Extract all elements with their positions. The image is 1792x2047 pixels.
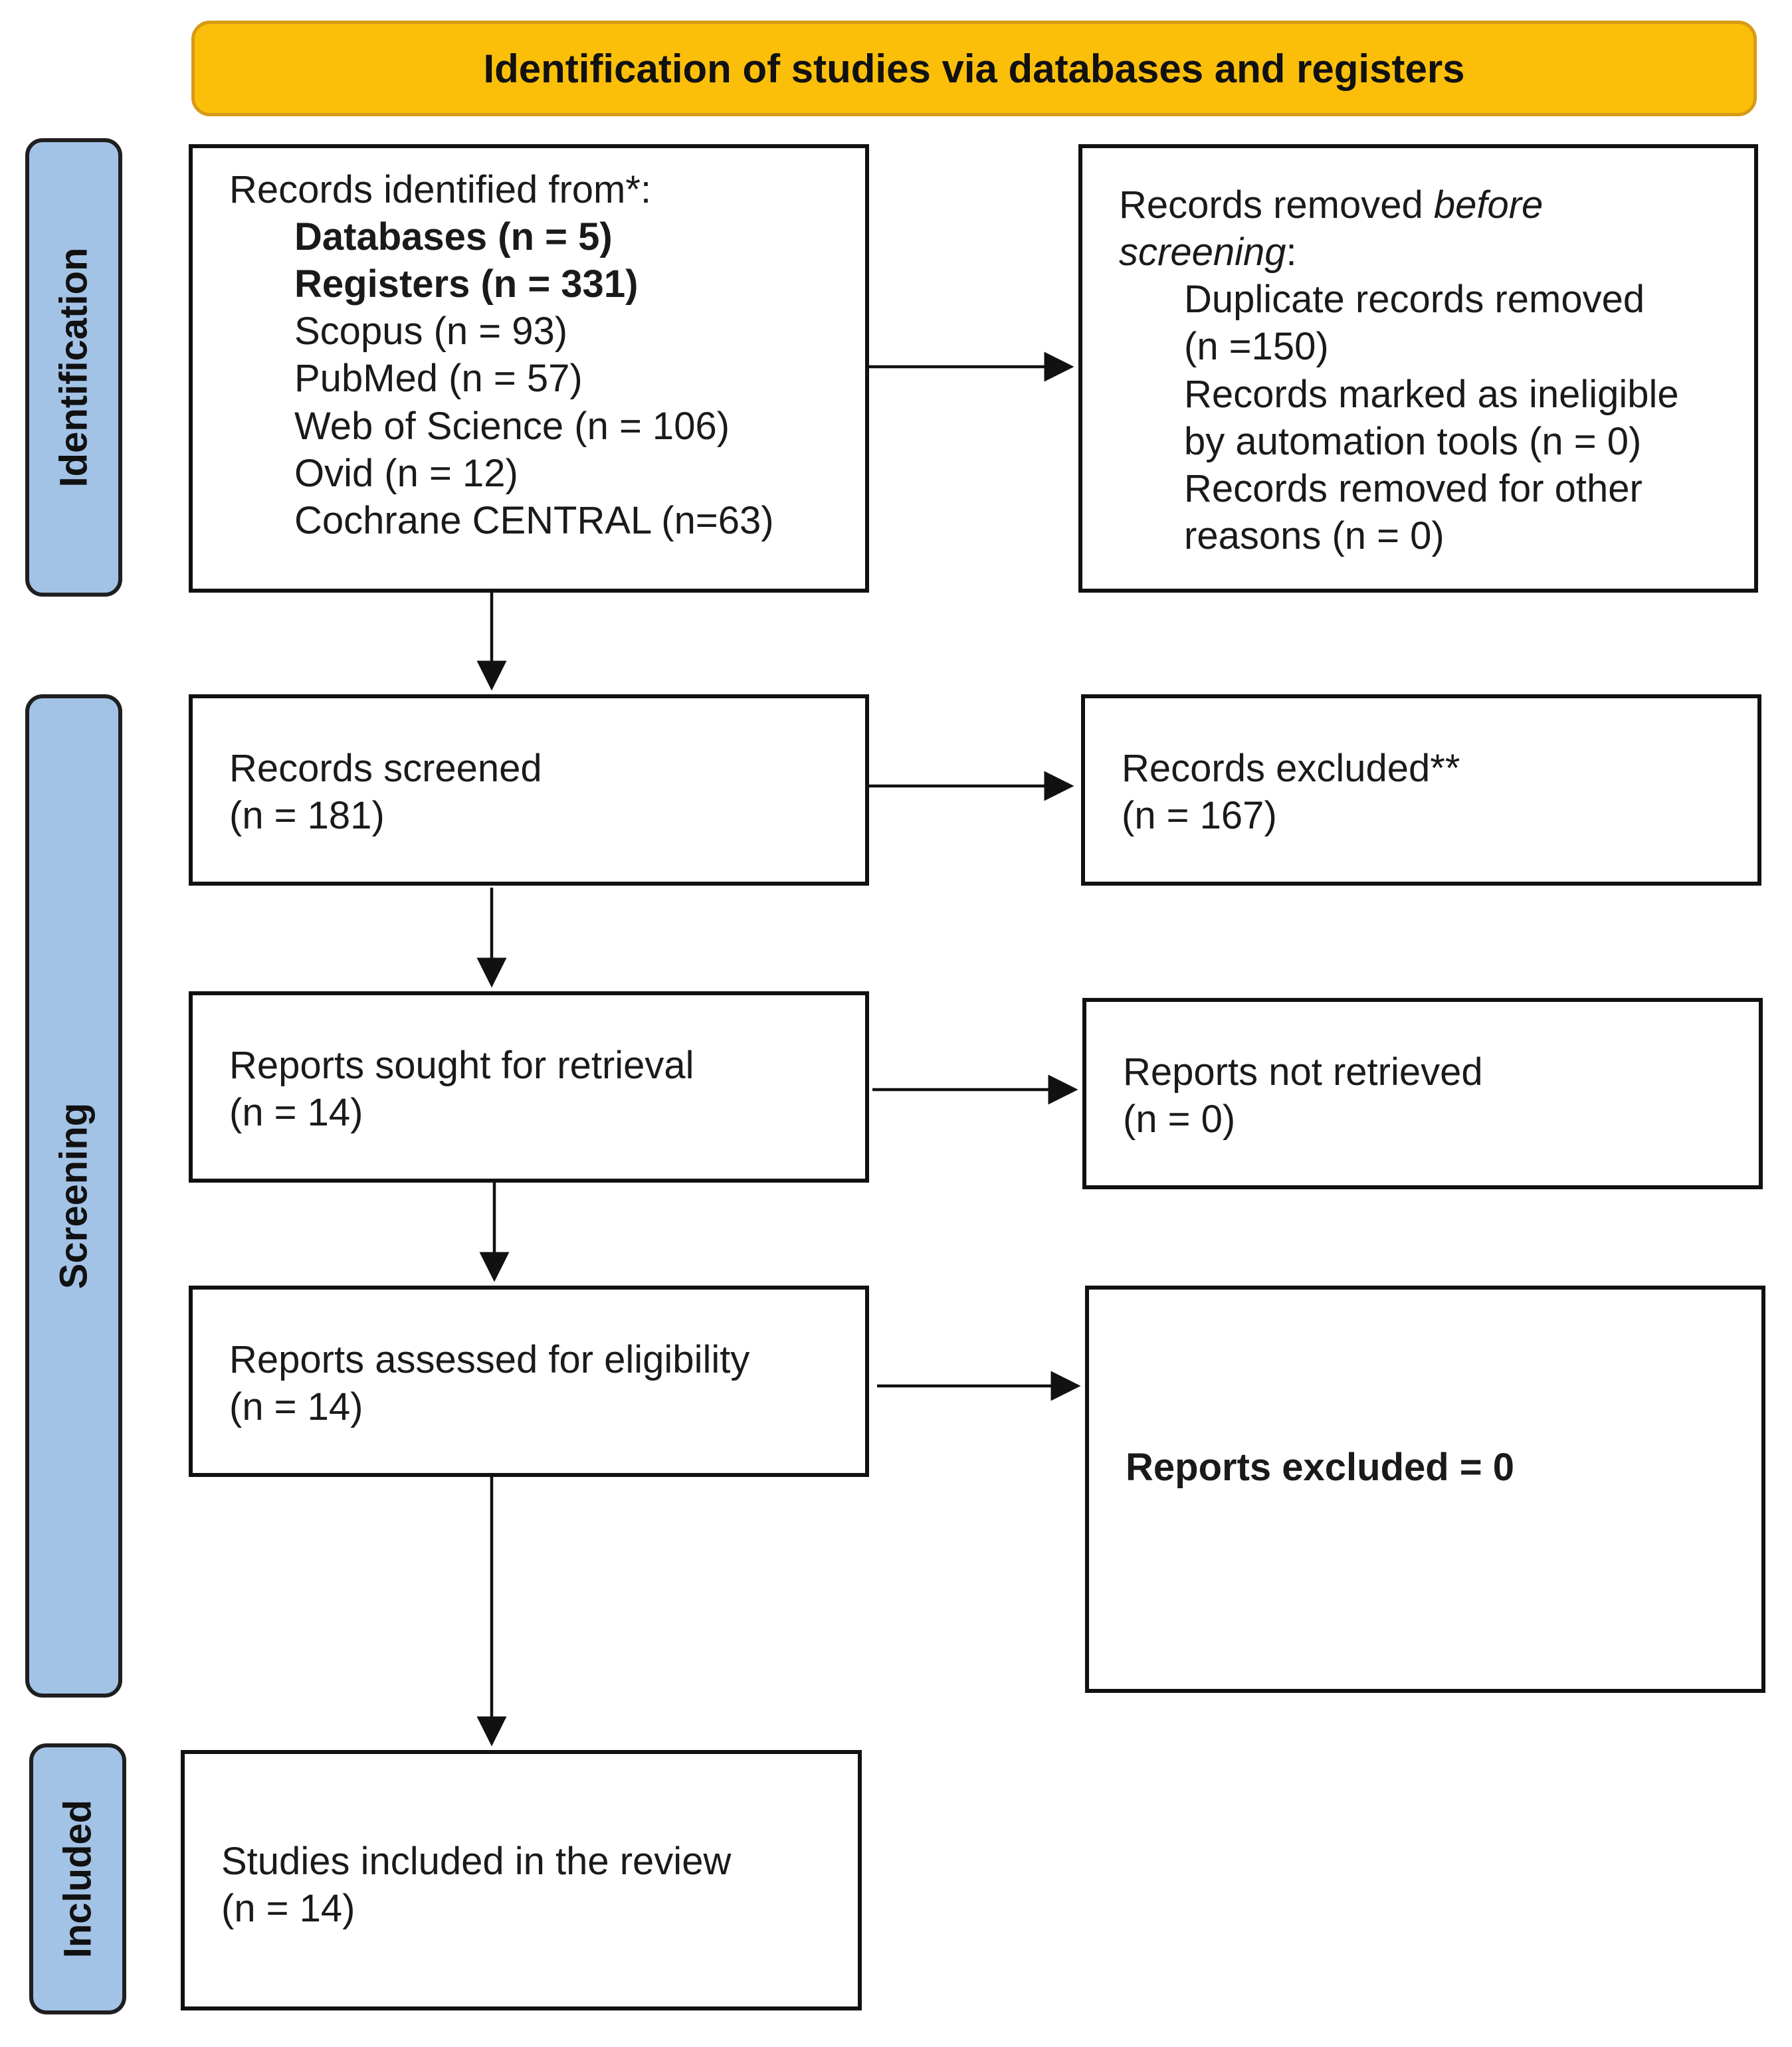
phase-included: Included	[29, 1743, 126, 2014]
not-retrieved-label: Reports not retrieved	[1123, 1050, 1483, 1094]
not-retrieved-count: (n = 0)	[1123, 1098, 1236, 1141]
assessed-count: (n = 14)	[229, 1385, 363, 1428]
removed-heading-line1: Records removed before	[1119, 181, 1543, 229]
records-excluded-box: Records excluded** (n = 167)	[1081, 694, 1761, 886]
phase-screening: Screening	[25, 694, 122, 1698]
removed-duplicate-1: Duplicate records removed	[1184, 278, 1645, 321]
removed-heading-before: before	[1433, 183, 1543, 227]
assessed-label: Reports assessed for eligibility	[229, 1338, 750, 1381]
screened-label: Records screened	[229, 747, 542, 790]
excluded-count: (n = 167)	[1122, 794, 1277, 837]
screened-count: (n = 181)	[229, 794, 385, 837]
identified-cochrane: Cochrane CENTRAL (n=63)	[294, 499, 774, 542]
identified-heading: Records identified from*:	[229, 168, 652, 211]
excluded-label: Records excluded**	[1122, 747, 1460, 790]
identified-databases: Databases (n = 5)	[294, 215, 613, 258]
reports-sought-box: Reports sought for retrieval (n = 14)	[189, 991, 869, 1183]
removed-heading-line2: screening:	[1119, 229, 1297, 276]
header-title: Identification of studies via databases …	[483, 46, 1465, 91]
reports-assessed-box: Reports assessed for eligibility (n = 14…	[189, 1286, 869, 1477]
removed-duplicate-2: (n =150)	[1184, 325, 1329, 368]
reports-not-retrieved-box: Reports not retrieved (n = 0)	[1082, 998, 1763, 1189]
reports-excluded-box: Reports excluded = 0	[1085, 1286, 1765, 1693]
sought-label: Reports sought for retrieval	[229, 1044, 694, 1087]
records-screened-box: Records screened (n = 181)	[189, 694, 869, 886]
identified-scopus: Scopus (n = 93)	[294, 310, 568, 353]
included-label: Studies included in the review	[221, 1840, 732, 1883]
identified-registers: Registers (n = 331)	[294, 262, 639, 306]
removed-heading-colon: :	[1286, 231, 1297, 274]
sought-count: (n = 14)	[229, 1091, 363, 1134]
header-banner: Identification of studies via databases …	[191, 21, 1757, 116]
records-removed-box: Records removed before screening: Duplic…	[1078, 144, 1758, 593]
removed-ineligible-2: by automation tools (n = 0)	[1184, 420, 1642, 463]
removed-other-1: Records removed for other	[1184, 467, 1643, 510]
included-count: (n = 14)	[221, 1887, 355, 1930]
removed-heading-text: Records removed	[1119, 183, 1434, 227]
identified-ovid: Ovid (n = 12)	[294, 452, 518, 495]
reports-excluded-label: Reports excluded = 0	[1126, 1446, 1515, 1489]
removed-other-2: reasons (n = 0)	[1184, 514, 1444, 557]
removed-ineligible-1: Records marked as ineligible	[1184, 373, 1679, 416]
identified-pubmed: PubMed (n = 57)	[294, 357, 583, 400]
removed-heading-screening: screening	[1119, 231, 1286, 274]
studies-included-box: Studies included in the review (n = 14)	[181, 1750, 862, 2010]
identified-wos: Web of Science (n = 106)	[294, 405, 730, 448]
records-identified-box: Records identified from*: Databases (n =…	[189, 144, 869, 593]
phase-identification: Identification	[25, 138, 122, 597]
